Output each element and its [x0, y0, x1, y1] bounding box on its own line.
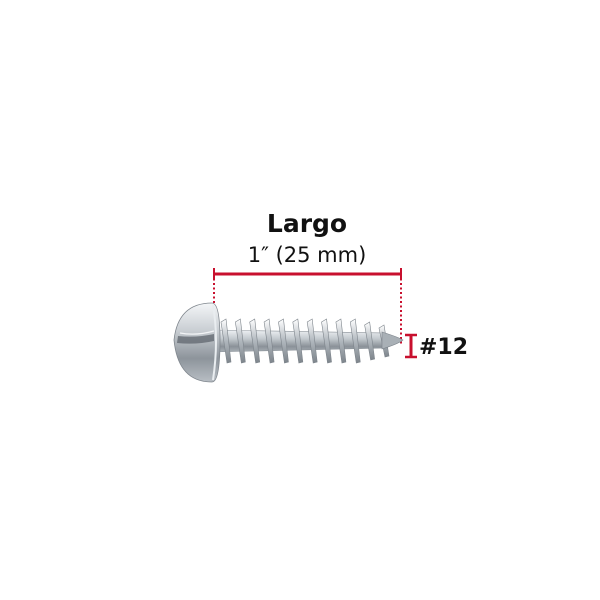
thread-crest — [278, 318, 289, 364]
thread-crest — [292, 318, 304, 364]
thread-crest — [335, 318, 347, 364]
thread-crest — [349, 318, 361, 364]
thread-crest — [321, 318, 332, 364]
thread-crest — [249, 318, 261, 364]
thread-crest — [364, 321, 375, 361]
thread-crest — [263, 318, 275, 364]
length-title: Largo — [267, 209, 347, 238]
thread-crest — [235, 318, 246, 364]
thread-crest — [306, 318, 318, 364]
length-dimension-line — [213, 268, 402, 345]
gauge-dimension-marker — [405, 333, 417, 359]
length-value: 1″ (25 mm) — [248, 243, 367, 267]
thread-crest — [220, 318, 232, 364]
gauge-label: #12 — [419, 335, 468, 360]
pan-head-slotted-screw-icon — [173, 302, 404, 383]
